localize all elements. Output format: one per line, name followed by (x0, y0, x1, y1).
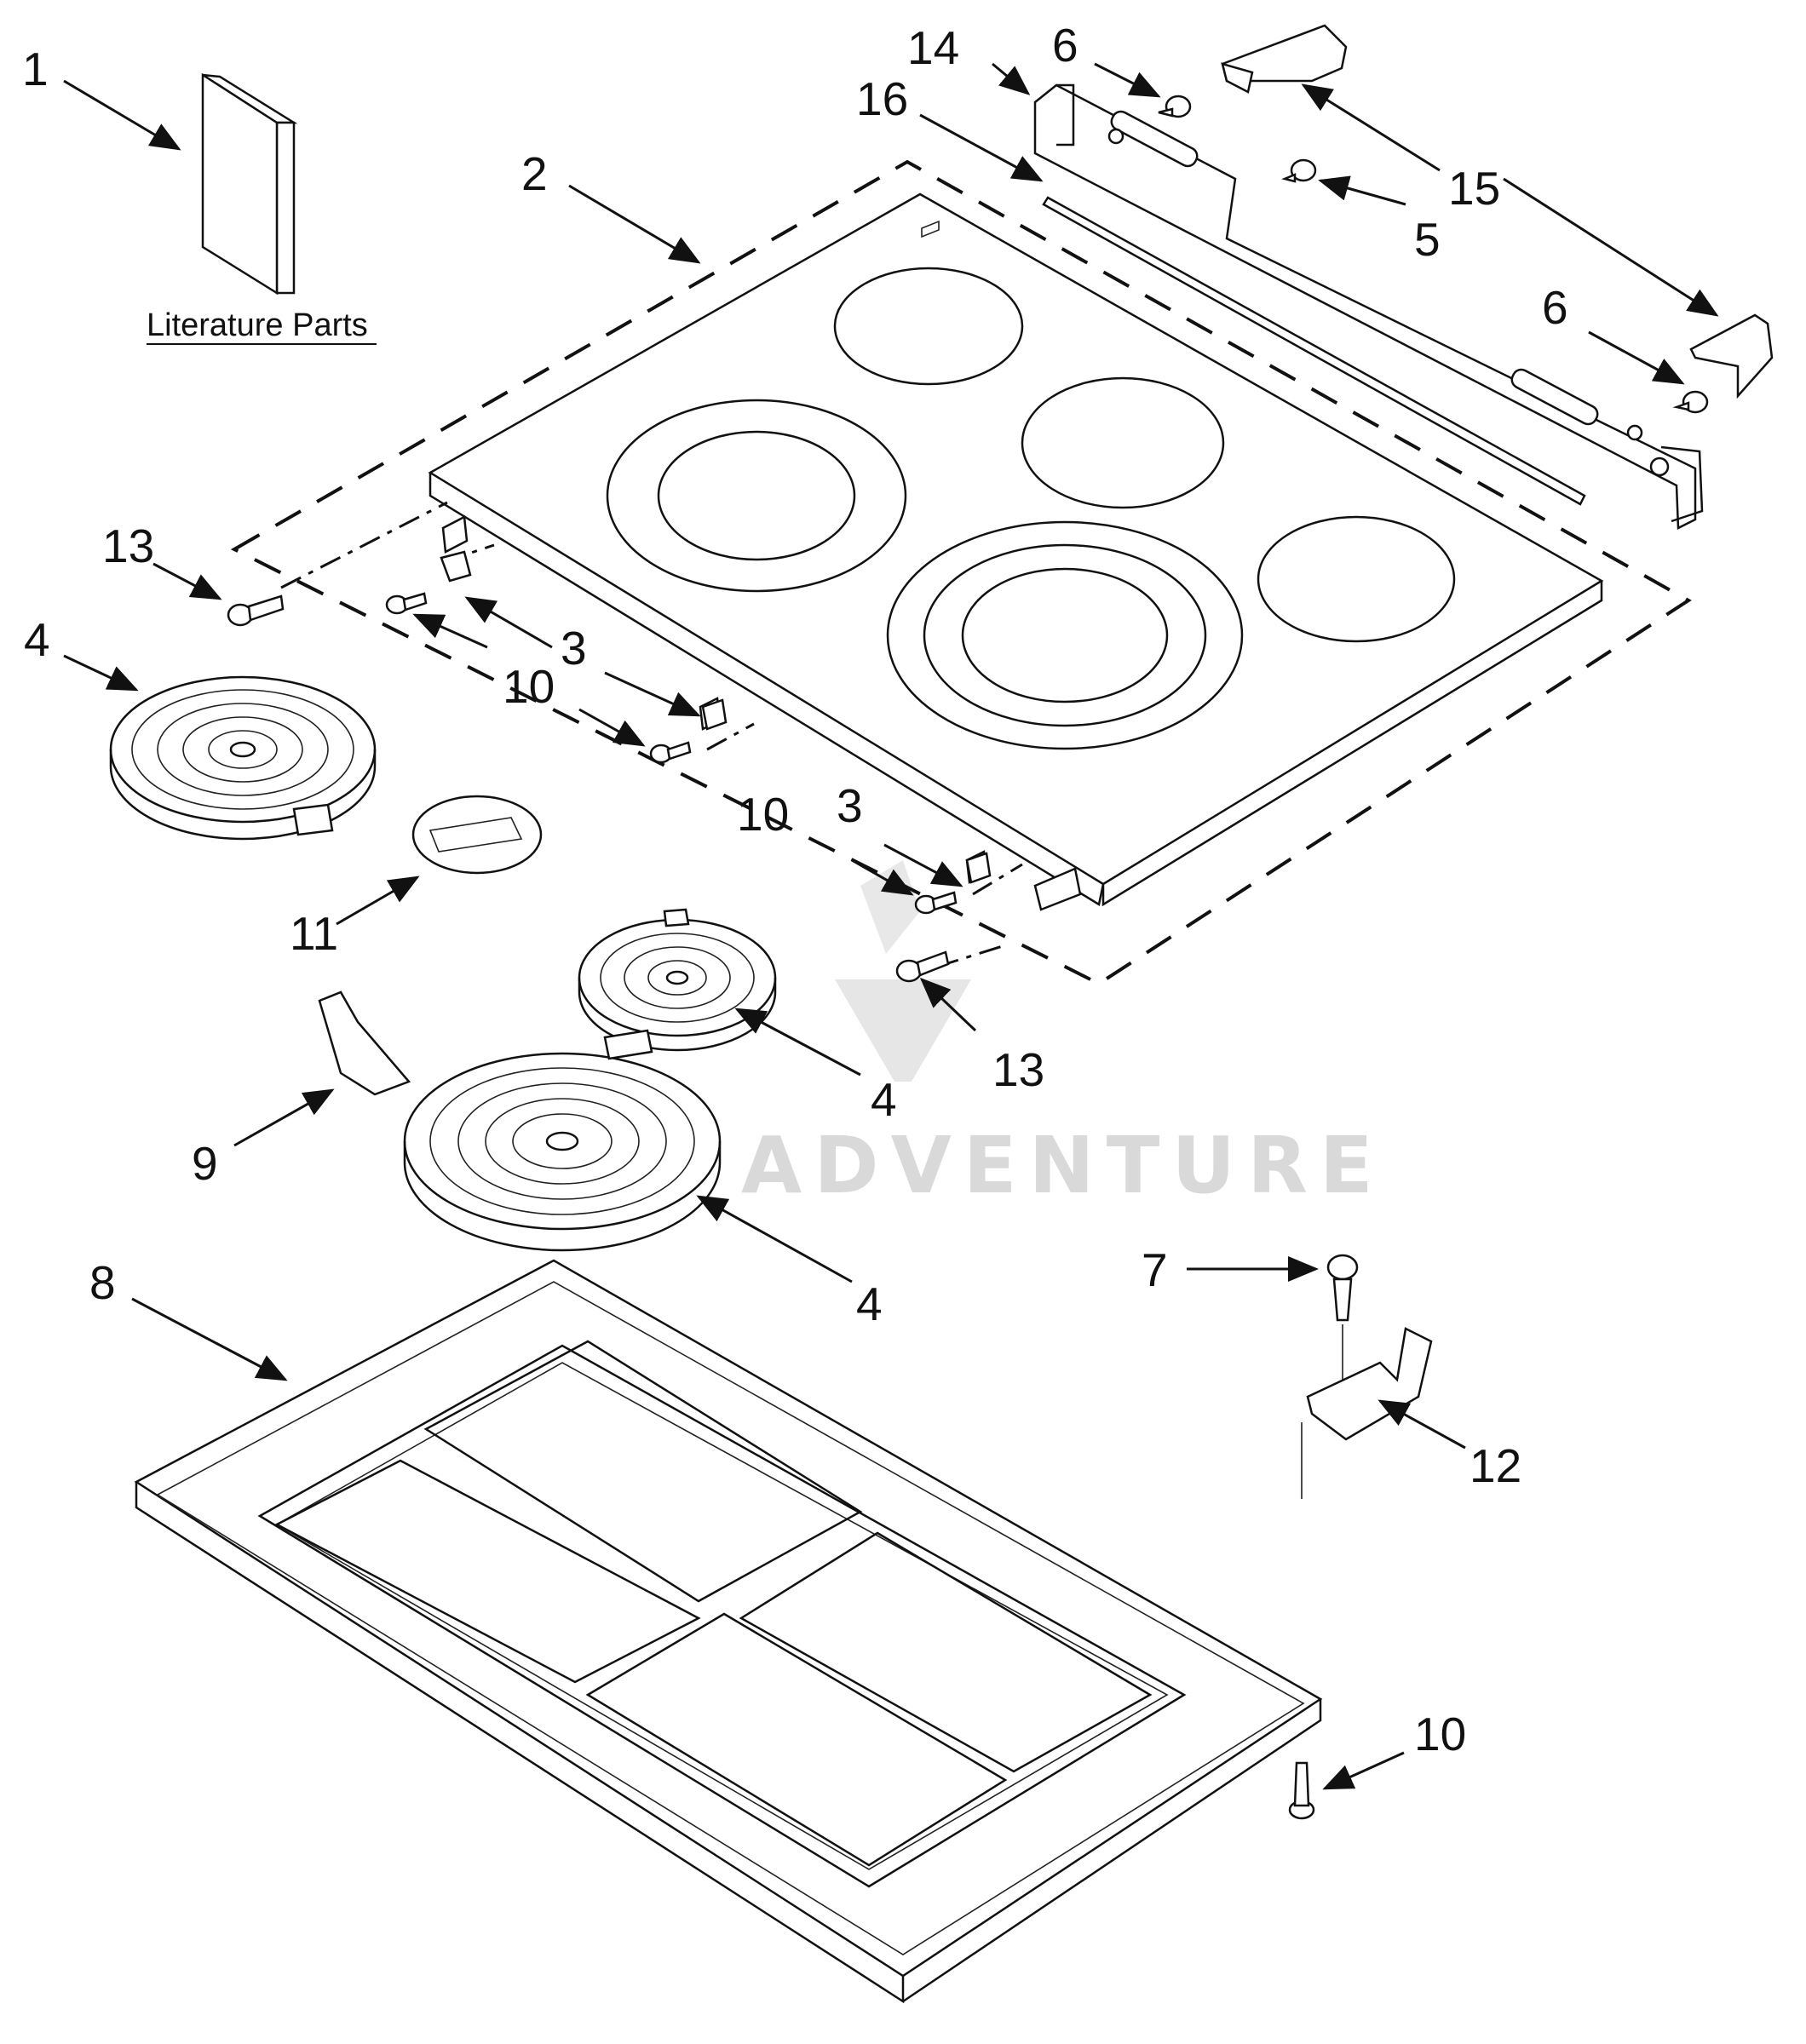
callout-15: 15 (1448, 162, 1500, 215)
callout-3-front: 3 (837, 779, 863, 832)
watermark: ADVENTURE (741, 860, 1385, 1211)
callout-10-left: 10 (503, 660, 555, 713)
screw-10-mid (649, 741, 692, 764)
callout-14: 14 (907, 21, 959, 74)
callout-6-right: 6 (1542, 281, 1568, 334)
callout-12: 12 (1470, 1439, 1521, 1492)
callout-16: 16 (856, 72, 908, 125)
radiant-element-small (578, 908, 777, 1052)
callout-1: 1 (22, 43, 49, 95)
callout-10-bottom: 10 (1414, 1708, 1466, 1760)
screw-13-left (227, 594, 285, 627)
callout-4-large: 4 (856, 1278, 883, 1330)
radiant-element-large (403, 1029, 722, 1252)
screw-10-left (385, 592, 428, 615)
callout-4-small: 4 (871, 1073, 897, 1126)
burner-zone-right (1257, 515, 1456, 643)
screw-6-top (1158, 95, 1192, 118)
screw-6-right (1672, 390, 1709, 414)
screw-7 (1326, 1254, 1359, 1322)
screw-10-front (914, 891, 958, 915)
radiant-element-left (109, 675, 377, 841)
callout-6-top: 6 (1052, 19, 1078, 72)
burner-zone-front-inner (961, 567, 1169, 703)
callout-7: 7 (1142, 1243, 1168, 1296)
burner-zone-left-outer (606, 399, 907, 593)
callout-2: 2 (521, 147, 548, 200)
retaining-clip (318, 990, 411, 1096)
burner-zone-center-right (1021, 376, 1225, 509)
literature-caption: Literature Parts (147, 307, 368, 343)
clip-3-top (440, 550, 472, 583)
callout-labels: 1 2 14 6 16 15 5 6 13 4 3 10 10 3 11 13 … (22, 19, 1568, 1760)
watermark-text: ADVENTURE (741, 1120, 1385, 1211)
screw-5 (1281, 158, 1317, 183)
callout-11: 11 (290, 907, 338, 960)
limiter-disc (411, 795, 543, 875)
callout-13-left: 13 (102, 520, 154, 572)
mounting-bracket-top (1221, 24, 1348, 94)
callout-5: 5 (1414, 213, 1441, 266)
burner-zone-front-outer (886, 520, 1244, 750)
callout-4-left: 4 (24, 613, 50, 666)
back-rail (1033, 83, 1704, 530)
burner-zone-rear-left (833, 267, 1024, 386)
seal-strip (1042, 196, 1586, 506)
burner-zone-left-inner (657, 430, 856, 561)
clip-3-mid (701, 698, 728, 731)
corner-bracket (1306, 1327, 1433, 1441)
screw-13-front (895, 950, 950, 983)
burner-box (134, 1259, 1323, 2004)
callout-10-mid: 10 (737, 788, 789, 841)
mounting-bracket-right (1689, 313, 1774, 399)
leader-arrows (63, 62, 1719, 1790)
callout-3-top: 3 (561, 622, 587, 675)
callout-8: 8 (89, 1256, 116, 1309)
literature-parts: Literature Parts (147, 72, 377, 345)
clip-3-front (965, 852, 992, 884)
screw-10-bottom (1288, 1761, 1315, 1820)
callout-9: 9 (192, 1137, 218, 1190)
callout-13-front: 13 (992, 1043, 1044, 1096)
burner-zone-front-mid (923, 543, 1207, 727)
